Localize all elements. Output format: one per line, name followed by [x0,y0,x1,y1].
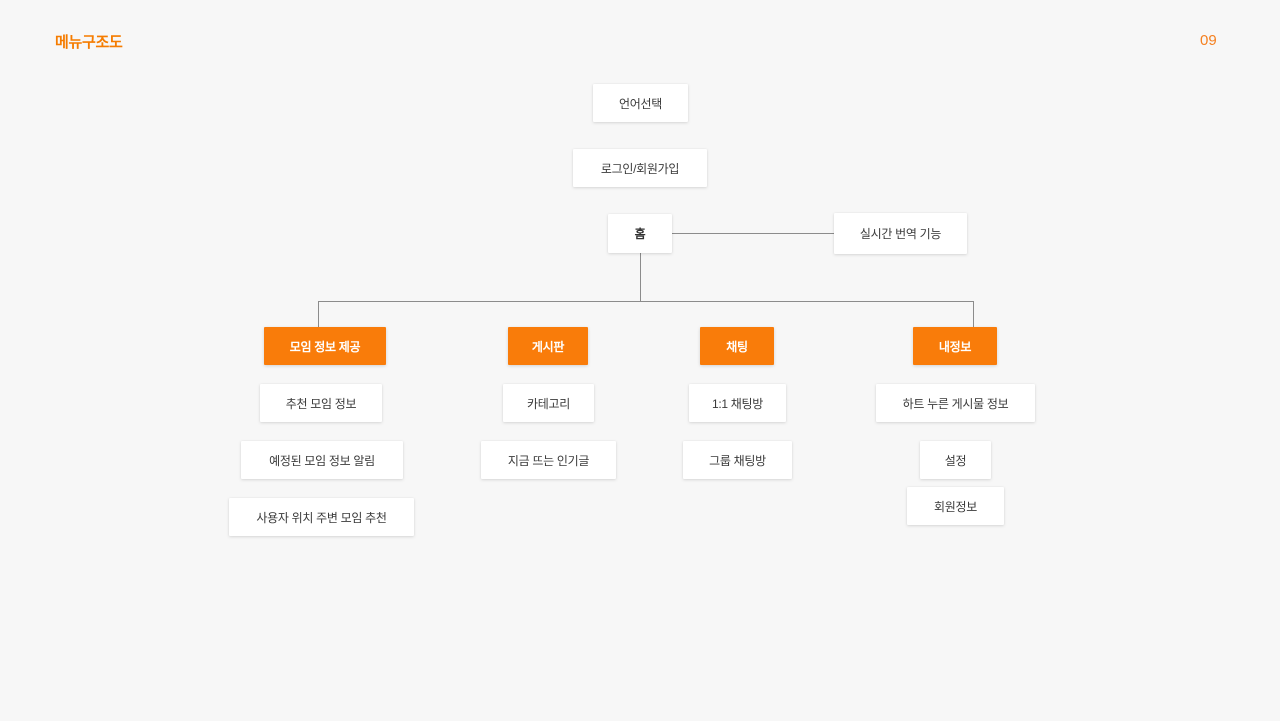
page-title: 메뉴구조도 [55,34,123,51]
node-label: 카테고리 [527,396,570,411]
node-category[interactable]: 카테고리 [503,384,594,422]
node-home[interactable]: 홈 [608,214,672,253]
node-settings[interactable]: 설정 [920,441,991,479]
node-one-to-one-chatroom[interactable]: 1:1 채팅방 [689,384,786,422]
node-meeting-info[interactable]: 모임 정보 제공 [264,327,386,365]
node-label: 설정 [944,453,967,468]
node-my-info[interactable]: 내정보 [913,327,997,365]
node-label: 추천 모임 정보 [285,396,357,411]
node-label: 홈 [634,227,646,241]
connector-bus-to-meeting-info [318,301,319,328]
node-group-chatroom[interactable]: 그룹 채팅방 [683,441,792,479]
node-label: 1:1 채팅방 [711,396,764,411]
node-label: 채팅 [726,339,748,354]
node-hearted-posts[interactable]: 하트 누른 게시물 정보 [876,384,1035,422]
node-nearby-meeting-recommend[interactable]: 사용자 위치 주변 모임 추천 [229,498,414,536]
node-label: 로그인/회원가입 [600,161,680,176]
node-label: 언어선택 [619,96,662,111]
page-number: 09 [1200,32,1217,49]
node-member-info[interactable]: 회원정보 [907,487,1004,525]
connector-children-bus [318,301,974,302]
node-chat[interactable]: 채팅 [700,327,774,365]
connector-home-stem-down [640,253,641,301]
node-scheduled-meeting-alert[interactable]: 예정된 모임 정보 알림 [241,441,403,479]
node-language[interactable]: 언어선택 [593,84,688,122]
node-label: 실시간 번역 기능 [859,227,942,241]
node-label: 게시판 [531,339,565,354]
node-label: 모임 정보 제공 [289,339,361,354]
node-label: 회원정보 [934,499,977,514]
connector-bus-to-my-info [973,301,974,328]
connector-home-to-translation [672,233,834,234]
node-recommended-meetings[interactable]: 추천 모임 정보 [260,384,382,422]
node-trending-posts[interactable]: 지금 뜨는 인기글 [481,441,616,479]
node-realtime-translation[interactable]: 실시간 번역 기능 [834,213,967,254]
node-label: 내정보 [938,339,972,354]
node-label: 사용자 위치 주변 모임 추천 [256,510,387,525]
node-label: 그룹 채팅방 [709,453,766,468]
node-label: 지금 뜨는 인기글 [507,453,590,468]
node-label: 예정된 모임 정보 알림 [269,453,375,468]
node-board[interactable]: 게시판 [508,327,588,365]
node-label: 하트 누른 게시물 정보 [902,396,1009,411]
node-login[interactable]: 로그인/회원가입 [573,149,707,187]
